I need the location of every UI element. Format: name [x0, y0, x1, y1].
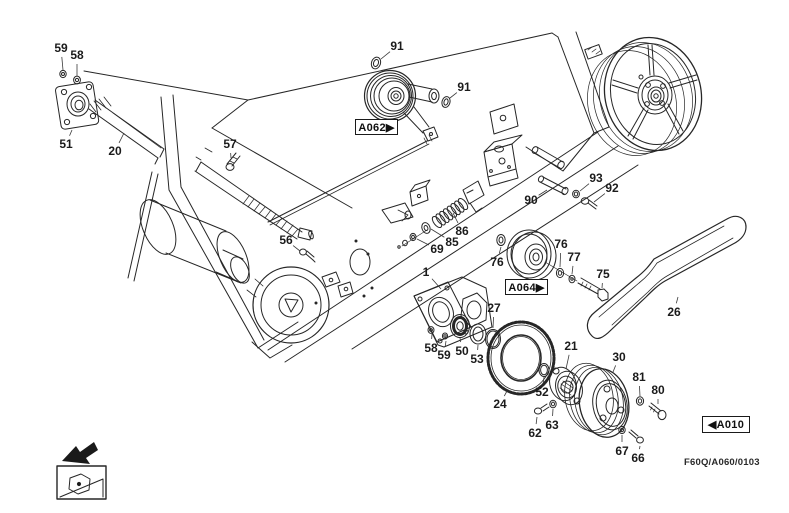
- part-number-66: 66: [631, 451, 645, 465]
- part-number-76: 76: [490, 255, 504, 269]
- part-number-50: 50: [455, 344, 469, 358]
- part-number-58: 58: [424, 341, 438, 355]
- part-number-67: 67: [615, 444, 629, 458]
- flange-bearing-plate: [55, 81, 100, 130]
- part-number-90: 90: [524, 193, 538, 207]
- part-number-76: 76: [554, 237, 568, 251]
- part-number-91: 91: [457, 80, 471, 94]
- part-number-58: 58: [70, 48, 84, 62]
- direction-arrow-icon: [62, 442, 98, 464]
- ring-gear: [486, 320, 556, 396]
- part-number-86: 86: [455, 224, 469, 238]
- part-number-26: 26: [667, 305, 681, 319]
- part-number-59: 59: [54, 41, 68, 55]
- orientation-icons: [56, 442, 107, 500]
- part-number-21: 21: [564, 339, 578, 353]
- part-number-56: 56: [279, 233, 293, 247]
- mounting-brackets: [483, 103, 523, 187]
- pivot-pins: [531, 146, 598, 210]
- slope-indicator-icon: [56, 465, 107, 500]
- part-number-53: 53: [470, 352, 484, 366]
- tensioner-pulley-assembly: [267, 56, 451, 226]
- part-number-91: 91: [390, 39, 404, 53]
- bolt-56: [299, 248, 316, 263]
- retaining-ring: [538, 363, 550, 377]
- drive-pulley: [564, 362, 630, 438]
- part-number-69: 69: [430, 242, 444, 256]
- ref-box-a010[interactable]: ◀A010: [702, 416, 750, 433]
- washers-top-left: [59, 69, 81, 85]
- part-number-52: 52: [535, 385, 549, 399]
- drum-assembly: [127, 171, 374, 344]
- part-number-77: 77: [567, 250, 581, 264]
- bearing-housing-group: [413, 276, 501, 349]
- part-number-81: 81: [632, 370, 646, 384]
- part-number-57: 57: [223, 137, 237, 151]
- part-number-63: 63: [545, 418, 559, 432]
- tension-spring-group: [381, 179, 506, 249]
- part-number-62: 62: [528, 426, 542, 440]
- part-number-27: 27: [487, 301, 501, 315]
- ref-box-a064[interactable]: A064▶: [505, 279, 548, 295]
- fasteners-bottom-right: [533, 396, 667, 444]
- part-number-75: 75: [596, 267, 610, 281]
- drive-wheel: [587, 36, 703, 156]
- part-number-51: 51: [59, 137, 73, 151]
- part-number-20: 20: [108, 144, 122, 158]
- part-number-92: 92: [605, 181, 619, 195]
- part-number-85: 85: [445, 235, 459, 249]
- part-number-93: 93: [589, 171, 603, 185]
- part-number-24: 24: [493, 397, 507, 411]
- part-number-59: 59: [437, 348, 451, 362]
- part-number-80: 80: [651, 383, 665, 397]
- part-number-30: 30: [612, 350, 626, 364]
- input-shaft: [88, 96, 314, 241]
- drive-belt: [586, 215, 747, 340]
- part-number-1: 1: [422, 265, 430, 279]
- machine-frame: [83, 31, 639, 363]
- ref-box-a062[interactable]: A062▶: [355, 119, 398, 135]
- drawing-code: F60Q/A060/0103: [684, 457, 760, 468]
